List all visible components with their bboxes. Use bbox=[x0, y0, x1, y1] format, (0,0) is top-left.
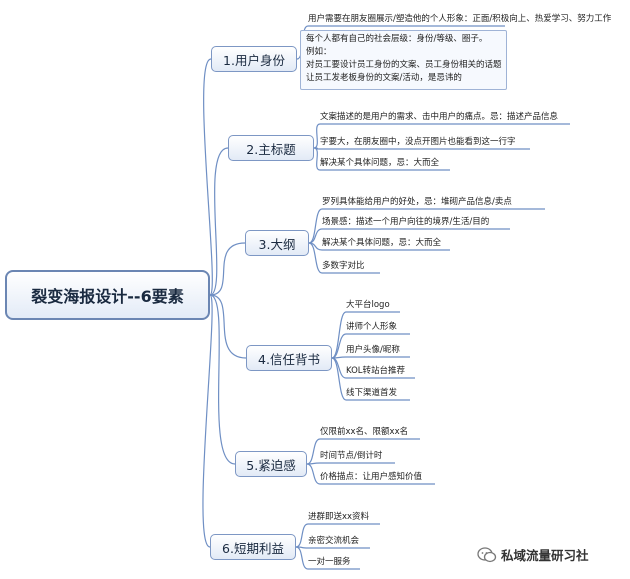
leaf-text: 解决某个具体问题，忌：大而全 bbox=[320, 158, 440, 168]
leaf-text: 进群即送xx资料 bbox=[308, 512, 370, 522]
leaf-connector bbox=[331, 333, 410, 359]
root-connector bbox=[202, 294, 213, 548]
leaf-text: 解决某个具体问题，忌：大而全 bbox=[322, 238, 442, 248]
leaf-text: 用户需要在朋友圈展示/塑造他的个人形象：正面/积极向上、热爱学习、努力工作 bbox=[308, 14, 612, 24]
leaf-text: 对员工要设计员工身份的文案、员工身份相关的话题 bbox=[306, 60, 502, 70]
branch-outline: 3.大纲 bbox=[245, 230, 309, 256]
leaf-text: 亲密交流机会 bbox=[308, 536, 360, 546]
branch-trust-endorsement: 4.信任背书 bbox=[246, 345, 332, 371]
leaf-connector bbox=[295, 523, 380, 548]
branch-short-term-benefit: 6.短期利益 bbox=[210, 534, 296, 560]
root-connector bbox=[209, 294, 247, 359]
leaf-text: 仅限前xx名、限额xx名 bbox=[320, 427, 409, 437]
leaf-connector bbox=[308, 228, 510, 244]
leaf-connector bbox=[313, 147, 530, 150]
branch-main-title: 2.主标题 bbox=[228, 135, 314, 161]
leaf-text: 罗列具体能给用户的好处，忌：堆砌产品信息/卖点 bbox=[322, 197, 512, 207]
leaf-text: 大平台logo bbox=[346, 300, 390, 310]
leaf-text: 场景感：描述一个用户向往的境界/生活/目的 bbox=[322, 217, 490, 227]
leaf-text: 文案描述的是用户的需求、击中用户的痛点。忌：描述产品信息 bbox=[320, 112, 559, 122]
branch-urgency: 5.紧迫感 bbox=[235, 451, 307, 477]
leaf-text: 时间节点/倒计时 bbox=[320, 451, 383, 461]
root-connector bbox=[209, 294, 236, 465]
leaf-text: 讲师个人形象 bbox=[346, 322, 398, 332]
root-node: 裂变海报设计--6要素 bbox=[5, 270, 210, 320]
root-connector bbox=[209, 242, 246, 296]
leaf-text: 价格描点：让用户感知价值 bbox=[320, 472, 423, 482]
leaf-connector bbox=[308, 242, 380, 274]
leaf-connector bbox=[306, 463, 435, 485]
watermark: 私域流量研习社 bbox=[477, 545, 589, 564]
leaf-connector bbox=[295, 546, 360, 570]
leaf-text: 例如： bbox=[306, 47, 332, 57]
leaf-text: 字要大，在朋友圈中，没点开图片也能看到这一行字 bbox=[320, 137, 516, 147]
leaf-text: 多数字对比 bbox=[322, 261, 365, 271]
leaf-connector bbox=[313, 123, 570, 149]
leaf-group-box bbox=[300, 30, 507, 90]
branch-user-identity: 1.用户身份 bbox=[211, 46, 297, 72]
leaf-text: 线下渠道首发 bbox=[346, 388, 398, 398]
leaf-text: 用户头像/昵称 bbox=[346, 345, 400, 355]
root-connector bbox=[203, 58, 213, 296]
leaf-connector bbox=[306, 438, 420, 465]
leaf-text: 每个人都有自己的社会层级：身份/等级、圈子。 bbox=[306, 34, 488, 44]
leaf-text: 一对一服务 bbox=[308, 557, 351, 567]
leaf-connector bbox=[313, 147, 450, 171]
leaf-connector bbox=[306, 462, 395, 465]
watermark-text: 私域流量研习社 bbox=[501, 548, 589, 563]
leaf-text: 让员工发老板身份的文案/活动，是忌讳的 bbox=[306, 73, 462, 83]
wechat-icon bbox=[477, 546, 497, 563]
leaf-text: KOL转站台推荐 bbox=[346, 366, 406, 376]
leaf-connector bbox=[295, 546, 370, 549]
leaf-connector bbox=[331, 357, 410, 401]
root-connector bbox=[209, 147, 229, 296]
leaf-connector bbox=[331, 356, 410, 359]
